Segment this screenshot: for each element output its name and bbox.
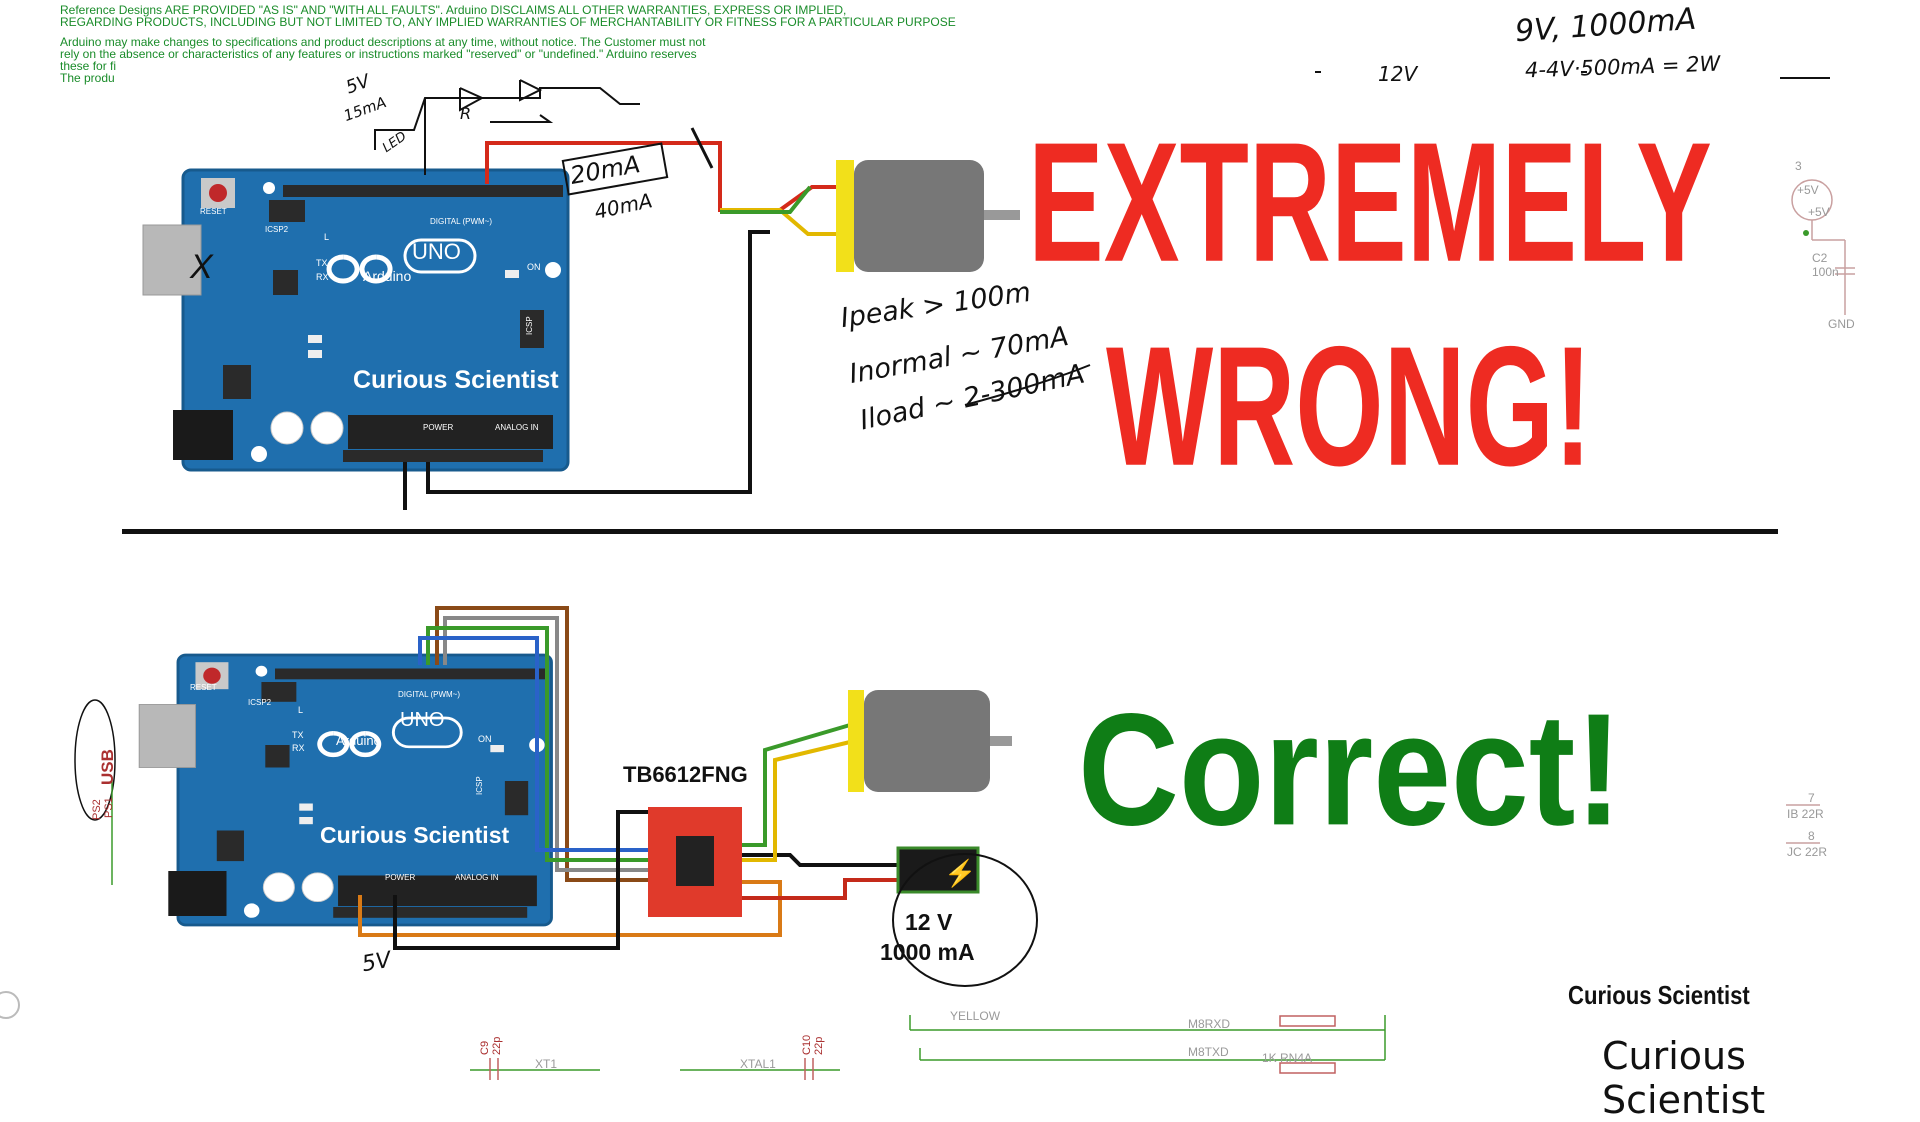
schematic-label: C10 <box>801 1035 813 1055</box>
icsp2-label: ICSP2 <box>248 698 272 707</box>
l-label: L <box>298 705 303 715</box>
orange-wire <box>358 880 782 937</box>
supply-voltage-label: 12 V <box>905 909 953 935</box>
motor-green-wire <box>740 723 851 847</box>
faint-schematic-left <box>74 699 116 885</box>
correct-heading: Correct! <box>1078 680 1622 860</box>
schematic-label: GND <box>1828 317 1855 331</box>
schematic-label: JC 22R <box>1787 845 1827 859</box>
schematic-label: M8TXD <box>1188 1045 1229 1059</box>
on-label: ON <box>478 734 492 744</box>
green-lead <box>720 185 812 214</box>
schematic-label: +5V <box>1808 205 1830 219</box>
motor-yellow-wire <box>740 740 851 862</box>
board-brand-badge: Curious Scientist <box>320 822 509 848</box>
wrong-heading-line1: EXTREMELY <box>1028 107 1712 298</box>
schematic-label: USB <box>98 749 117 785</box>
schematic-label: 7 <box>1808 791 1815 805</box>
schematic-label: C2 <box>1812 251 1828 265</box>
icsp-label: ICSP <box>525 316 534 335</box>
black-wire <box>426 230 770 494</box>
l-label: L <box>324 232 329 242</box>
tx-label: TX <box>316 258 328 268</box>
watermark: Curious Scientist <box>1602 1034 1766 1122</box>
arduino-uno-board-bottom <box>139 655 551 925</box>
on-label: ON <box>527 262 541 272</box>
schematic-label: IB 22R <box>1787 807 1824 821</box>
schematic-label: 22p <box>813 1037 825 1055</box>
driver-label: TB6612FNG <box>623 762 748 787</box>
schematic-label: 3 <box>1795 159 1802 173</box>
schematic-label: +5V <box>1797 183 1819 197</box>
schematic-label: YELLOW <box>950 1009 1001 1023</box>
schematic-label: PS2 <box>91 799 103 820</box>
schematic-label: XTAL1 <box>740 1057 776 1071</box>
rx-label: RX <box>316 272 329 282</box>
uno-label: UNO <box>400 709 444 731</box>
icsp-label: ICSP <box>475 776 484 795</box>
disclaimer-line: Reference Designs ARE PROVIDED "AS IS" A… <box>60 3 847 17</box>
arduino-label: Arduino <box>363 268 411 284</box>
handwritten-resistor: R <box>460 104 472 123</box>
disclaimer-line: The produ <box>60 71 115 85</box>
icsp2-label: ICSP2 <box>265 225 289 234</box>
schematic-label: PS1 <box>103 797 115 818</box>
section-divider <box>122 529 1778 534</box>
datasheet-disclaimer: Reference Designs ARE PROVIDED "AS IS" A… <box>60 4 1040 92</box>
analog-label: ANALOG IN <box>455 873 499 882</box>
handwritten-five-volt-bottom: 5V <box>360 947 393 978</box>
digital-label: DIGITAL (PWM~) <box>430 217 492 226</box>
supply-black-wire <box>740 853 898 867</box>
dc-motor-bottom <box>848 690 1012 792</box>
rx-label: RX <box>292 743 305 753</box>
disclaimer-line: rely on the absence or characteristics o… <box>60 47 697 61</box>
cross-mark: X <box>189 248 214 286</box>
scroll-handle[interactable] <box>0 991 20 1019</box>
power-label: POWER <box>423 423 453 432</box>
uno-label: UNO <box>412 239 461 264</box>
faint-schematic-bottom <box>470 1015 1386 1071</box>
tb6612fng-driver <box>648 807 742 917</box>
gray-wire <box>443 616 652 872</box>
schematic-label: M8RXD <box>1188 1017 1230 1031</box>
reset-label: RESET <box>200 207 227 216</box>
supply-current-label: 1000 mA <box>880 939 975 965</box>
barrel-jack: ⚡ <box>896 846 980 894</box>
green-wire <box>426 626 652 862</box>
watermark-bold: Curious Scientist <box>1568 980 1750 1010</box>
board-brand-badge: Curious Scientist <box>353 366 559 394</box>
led-sketch <box>374 87 640 150</box>
analog-label: ANALOG IN <box>495 423 539 432</box>
supply-circle <box>892 853 1038 987</box>
dc-motor-top <box>836 160 1020 272</box>
faint-schematic-right <box>1791 179 1855 315</box>
wrong-heading-line2: WRONG! <box>1106 311 1592 502</box>
schematic-label: XT1 <box>535 1057 557 1071</box>
reset-label: RESET <box>190 683 217 692</box>
supply-red-wire <box>740 878 898 900</box>
blue-wire <box>418 636 652 852</box>
svg-text:⚡: ⚡ <box>944 858 976 889</box>
digital-label: DIGITAL (PWM~) <box>398 690 460 699</box>
power-label: POWER <box>385 873 415 882</box>
disclaimer-line: Arduino may make changes to specificatio… <box>60 35 706 49</box>
schematic-label: 22p <box>491 1037 503 1055</box>
schematic-label: 1K RN4A <box>1262 1051 1312 1065</box>
schematic-label: 100n <box>1812 265 1839 279</box>
handwritten-voltage: 12V <box>1378 62 1418 86</box>
schematic-label: 8 <box>1808 829 1815 843</box>
tx-label: TX <box>292 730 304 740</box>
schematic-label: C9 <box>479 1041 491 1055</box>
arduino-label: Arduino <box>336 733 381 748</box>
disclaimer-line: these for fi <box>60 59 117 73</box>
black-ground-wire <box>393 810 650 950</box>
disclaimer-line: REGARDING PRODUCTS, INCLUDING BUT NOT LI… <box>60 15 956 29</box>
wiring-diagram: X ⚡ <box>0 71 1855 1080</box>
